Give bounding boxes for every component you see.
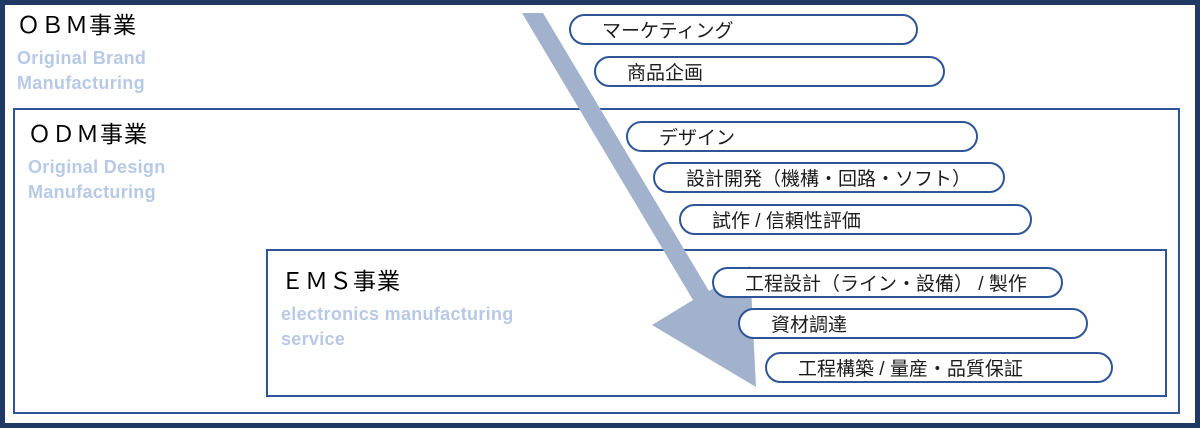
process-step-prototype-reliability: 試作 / 信頼性評価 [679,204,1032,235]
process-step-design: デザイン [626,121,978,152]
obm-subtitle: Original Brand Manufacturing [17,46,146,96]
ems-header: ＥＭＳ事業 electronics manufacturing service [281,268,514,352]
process-step-label: 工程設計（ライン・設備） / 製作 [745,274,1027,295]
obm-header: ＯＢＭ事業 Original Brand Manufacturing [17,12,146,96]
flow-arrow-shape [522,13,756,387]
process-step-label: 商品企画 [627,63,704,84]
ems-subtitle: electronics manufacturing service [281,302,514,352]
ems-subtitle-line2: service [281,328,346,349]
process-step-label: 工程構築 / 量産・品質保証 [798,359,1023,380]
process-step-label: 設計開発（機構・回路・ソフト） [686,169,972,190]
process-step-marketing: マーケティング [569,14,918,45]
process-step-label: マーケティング [602,21,734,42]
odm-title: ＯＤＭ事業 [28,121,148,147]
process-step-design-development: 設計開発（機構・回路・ソフト） [653,162,1005,193]
obm-subtitle-line1: Original Brand [17,47,147,68]
odm-subtitle: Original Design Manufacturing [28,155,166,205]
odm-subtitle-line2: Manufacturing [28,181,156,202]
obm-title: ＯＢＭ事業 [17,12,137,38]
odm-header: ＯＤＭ事業 Original Design Manufacturing [28,121,166,205]
ems-title: ＥＭＳ事業 [281,268,401,294]
process-step-process-design-production: 工程設計（ライン・設備） / 製作 [712,267,1063,298]
odm-subtitle-line1: Original Design [28,156,166,177]
ems-subtitle-line1: electronics manufacturing [281,303,514,324]
ems-section-box [266,249,1167,397]
obm-subtitle-line2: Manufacturing [17,72,145,93]
process-step-label: 資材調達 [771,315,848,336]
process-step-material-procurement: 資材調達 [738,308,1088,339]
process-step-label: デザイン [659,128,736,149]
process-step-product-planning: 商品企画 [594,56,945,87]
process-step-process-build-quality: 工程構築 / 量産・品質保証 [765,352,1113,383]
process-step-label: 試作 / 信頼性評価 [712,211,861,232]
